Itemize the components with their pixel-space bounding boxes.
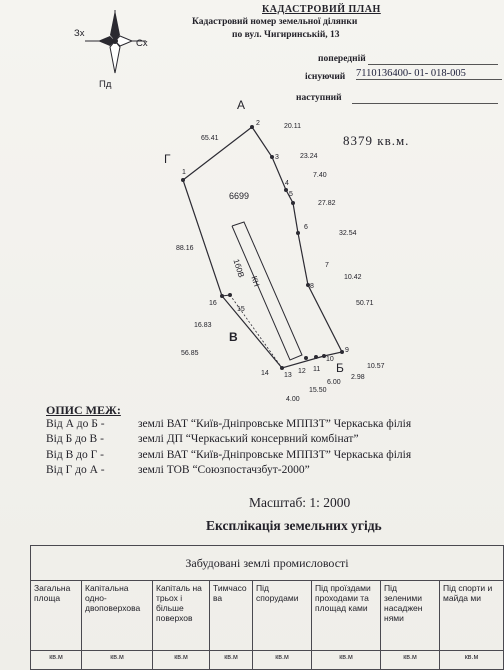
column-header: Капіталь на трьох і більше поверхов xyxy=(152,580,210,651)
compass-west-label: Зх xyxy=(74,28,85,39)
distance-7-40: 7.40 xyxy=(313,172,327,179)
explication-table: Забудовані землі промисловості Загальна … xyxy=(30,545,504,670)
distance-16-83: 16.83 xyxy=(194,322,212,329)
unit-cell: кв.м xyxy=(252,650,312,670)
existing-value: 7110136400- 01- 018-005 xyxy=(356,68,502,80)
point-label-1: 1 xyxy=(182,169,186,176)
subtitle-line-1: Кадастровий номер земельної ділянки xyxy=(192,17,358,27)
column-header: Під зеленими насаджен нями xyxy=(380,580,440,651)
boundary-text-a-b: землі ВАТ “Київ-Дніпровське МППЗТ” Черка… xyxy=(138,418,412,430)
point-label-10: 10 xyxy=(326,356,334,363)
distance-10-57: 10.57 xyxy=(367,363,385,370)
distance-2-98: 2.98 xyxy=(351,374,365,381)
point-label-3: 3 xyxy=(275,154,279,161)
column-header: Тимчасо ва xyxy=(209,580,253,651)
unit-cell: кв.м xyxy=(152,650,210,670)
compass-south-label: Пд xyxy=(99,79,112,90)
distance-32-54: 32.54 xyxy=(339,230,357,237)
distance-56-85: 56.85 xyxy=(181,350,199,357)
land-plot-plan xyxy=(181,125,344,370)
column-header: Капітальна одно-двоповерхова xyxy=(81,580,153,651)
scale-label: Масштаб: 1: 2000 xyxy=(249,495,351,510)
unit-cell: кв.м xyxy=(209,650,253,670)
column-header: Під проїздами проходами та площад ками xyxy=(311,580,381,651)
unit-cell: кв.м xyxy=(311,650,381,670)
previous-field xyxy=(368,64,498,65)
point-label-11: 11 xyxy=(313,366,321,373)
previous-label: попередній xyxy=(318,54,366,64)
distance-20-11: 20.11 xyxy=(284,123,301,130)
point-label-13: 13 xyxy=(284,372,292,379)
corner-b-label: Б xyxy=(336,361,344,375)
point-label-15: 15 xyxy=(237,306,245,313)
plot-area: 8379 кв.м. xyxy=(343,133,410,148)
point-label-14: 14 xyxy=(261,370,269,377)
compass-east-label: Сх xyxy=(136,38,148,49)
point-label-8: 8 xyxy=(310,283,314,290)
boundary-text-v-g: землі ВАТ “Київ-Дніпровське МППЗТ” Черка… xyxy=(138,449,412,461)
distance-65-41: 65.41 xyxy=(201,135,219,142)
point-label-6: 6 xyxy=(304,224,308,231)
distance-15-50: 15.50 xyxy=(309,387,327,394)
subtitle-line-2: по вул. Чигиринській, 13 xyxy=(232,30,340,40)
distance-6-00: 6.00 xyxy=(327,379,341,386)
group-header: Забудовані землі промисловості xyxy=(30,545,504,581)
point-label-4: 4 xyxy=(285,180,289,187)
boundary-range-g-a: Від Г до А - xyxy=(46,464,105,476)
boundary-range-v-g: Від В до Г - xyxy=(46,449,104,461)
column-header: Під спорудами xyxy=(252,580,312,651)
distance-88-16: 88.16 xyxy=(176,245,194,252)
point-label-12: 12 xyxy=(298,368,306,375)
point-label-7: 7 xyxy=(325,262,329,269)
next-label: наступний xyxy=(296,93,342,103)
distance-27-82: 27.82 xyxy=(318,200,336,207)
point-label-9: 9 xyxy=(345,347,349,354)
distance-10-42: 10.42 xyxy=(344,274,362,281)
building-code: 6699 xyxy=(229,191,250,201)
next-field xyxy=(352,103,498,104)
point-label-5: 5 xyxy=(289,191,293,198)
corner-v-label: В xyxy=(229,330,238,344)
distance-4-00: 4.00 xyxy=(286,396,300,403)
unit-cell: кв.м xyxy=(439,650,504,670)
distance-50-71: 50.71 xyxy=(356,300,374,307)
document-title: КАДАСТРОВИЙ ПЛАН xyxy=(262,4,381,15)
boundary-text-b-v: землі ДП “Черкаський консервний комбінат… xyxy=(138,433,359,445)
distance-23-24: 23.24 xyxy=(300,153,318,160)
existing-label: існуючий xyxy=(305,72,346,82)
unit-cell: кв.м xyxy=(81,650,153,670)
corner-g-label: Г xyxy=(164,152,171,166)
compass-rose-icon xyxy=(85,10,146,74)
corner-a-label: А xyxy=(237,98,246,112)
point-label-16: 16 xyxy=(209,300,217,307)
unit-cell: кв.м xyxy=(30,650,82,670)
explication-title: Експлікація земельних угідь xyxy=(206,518,382,533)
column-header: Загальна площа xyxy=(30,580,82,651)
column-header: Під спорти и майда ми xyxy=(439,580,504,651)
boundary-range-b-v: Від Б до В - xyxy=(46,433,104,445)
boundaries-heading: ОПИС МЕЖ: xyxy=(46,403,121,417)
unit-cell: кв.м xyxy=(380,650,440,670)
boundary-text-g-a: землі ТОВ “Союзпостачзбут-2000” xyxy=(138,464,310,476)
boundary-range-a-b: Від А до Б - xyxy=(46,418,105,430)
point-label-2: 2 xyxy=(256,120,260,127)
